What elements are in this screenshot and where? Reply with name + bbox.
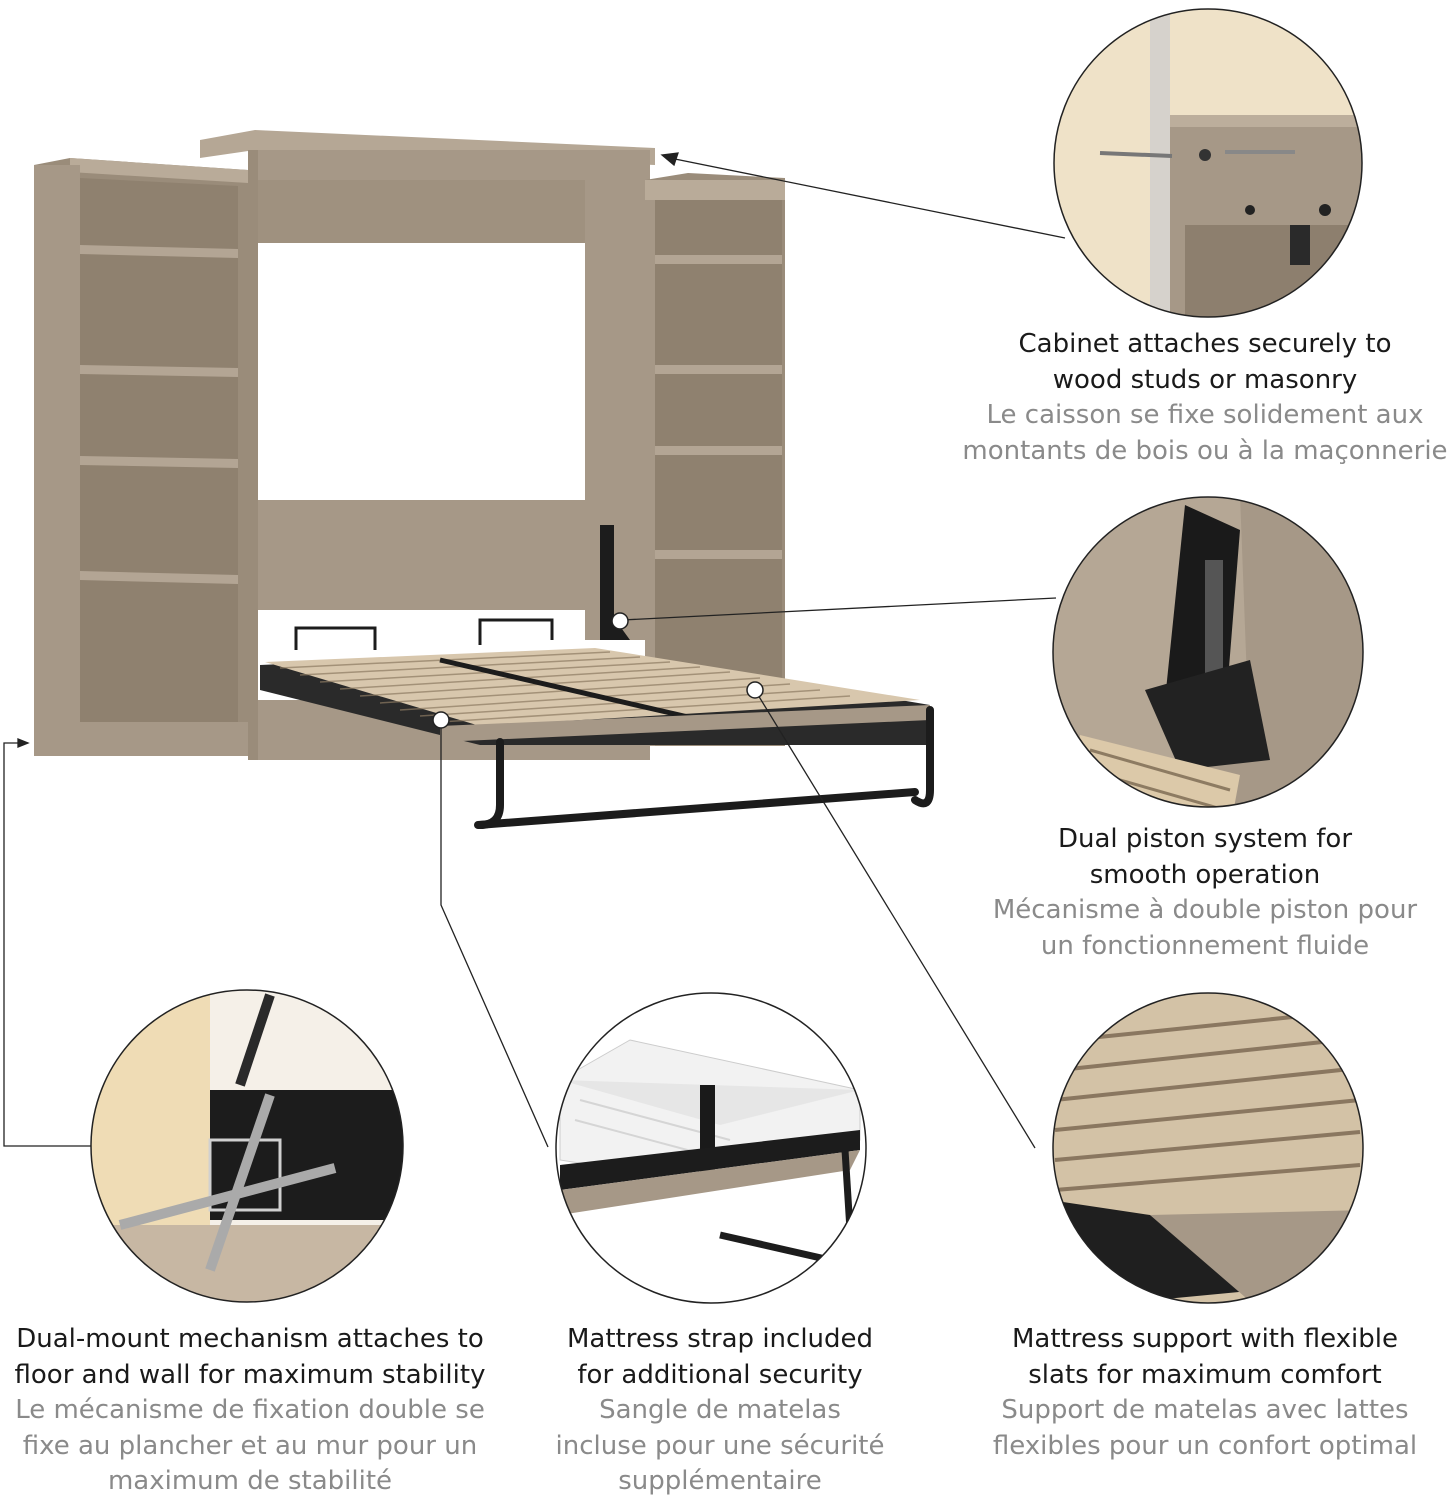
caption-en-line: Dual piston system for (1057, 824, 1353, 854)
right-bookcase (645, 173, 785, 746)
caption-fr-line: incluse pour une sécurité (555, 1430, 885, 1461)
flexible-slats-icon (1052, 992, 1364, 1304)
callout-lines (3, 152, 1066, 1149)
caption-fr-line: Support de matelas avec lattes (1001, 1395, 1409, 1425)
bed-platform (260, 648, 930, 745)
caption-piston: Dual piston system for smooth operation … (960, 822, 1450, 964)
caption-dual-mount: Dual-mount mechanism attaches to floor a… (0, 1322, 500, 1500)
caption-wall-anchor: Cabinet attaches securely to wood studs … (940, 327, 1456, 469)
caption-fr-line: Le caisson se fixe solidement aux (986, 400, 1424, 430)
piston-mechanism-icon (1052, 496, 1364, 808)
wall-bed-unit (34, 130, 934, 829)
caption-en-line: slats for maximum comfort (1028, 1359, 1382, 1390)
caption-en-line: for additional security (577, 1359, 863, 1390)
mattress-strap-icon (555, 992, 867, 1304)
caption-fr-line: un fonctionnement fluide (1040, 930, 1370, 961)
caption-en-line: floor and wall for maximum stability (14, 1359, 486, 1390)
caption-en-line: Dual-mount mechanism attaches to (16, 1324, 484, 1354)
caption-fr-line: fixe au plancher et au mur pour un (22, 1430, 478, 1461)
dual-mount-bracket-icon (90, 989, 404, 1303)
caption-fr-line: Le mécanisme de fixation double se (15, 1395, 485, 1425)
wall-anchor-screw-icon (1053, 8, 1363, 318)
caption-en-line: smooth operation (1089, 859, 1321, 890)
caption-en-line: wood studs or masonry (1052, 364, 1358, 395)
caption-fr-line: flexibles pour un confort optimal (992, 1430, 1418, 1461)
left-bookcase (34, 158, 248, 756)
caption-fr-line: montants de bois ou à la maçonnerie (962, 435, 1448, 466)
caption-fr-line: Mécanisme à double piston pour (992, 895, 1418, 925)
callout-dots (432, 612, 764, 729)
caption-en-line: Mattress support with flexible (1012, 1324, 1398, 1354)
caption-flexible-slats: Mattress support with flexible slats for… (970, 1322, 1440, 1464)
caption-en-line: Mattress strap included (566, 1324, 874, 1354)
caption-en-line: Cabinet attaches securely to (1018, 329, 1392, 359)
caption-fr-line: supplémentaire (618, 1466, 822, 1496)
caption-fr-line: Sangle de matelas (599, 1395, 841, 1425)
caption-mattress-strap: Mattress strap included for additional s… (540, 1322, 900, 1500)
caption-fr-line: maximum de stabilité (107, 1466, 393, 1496)
